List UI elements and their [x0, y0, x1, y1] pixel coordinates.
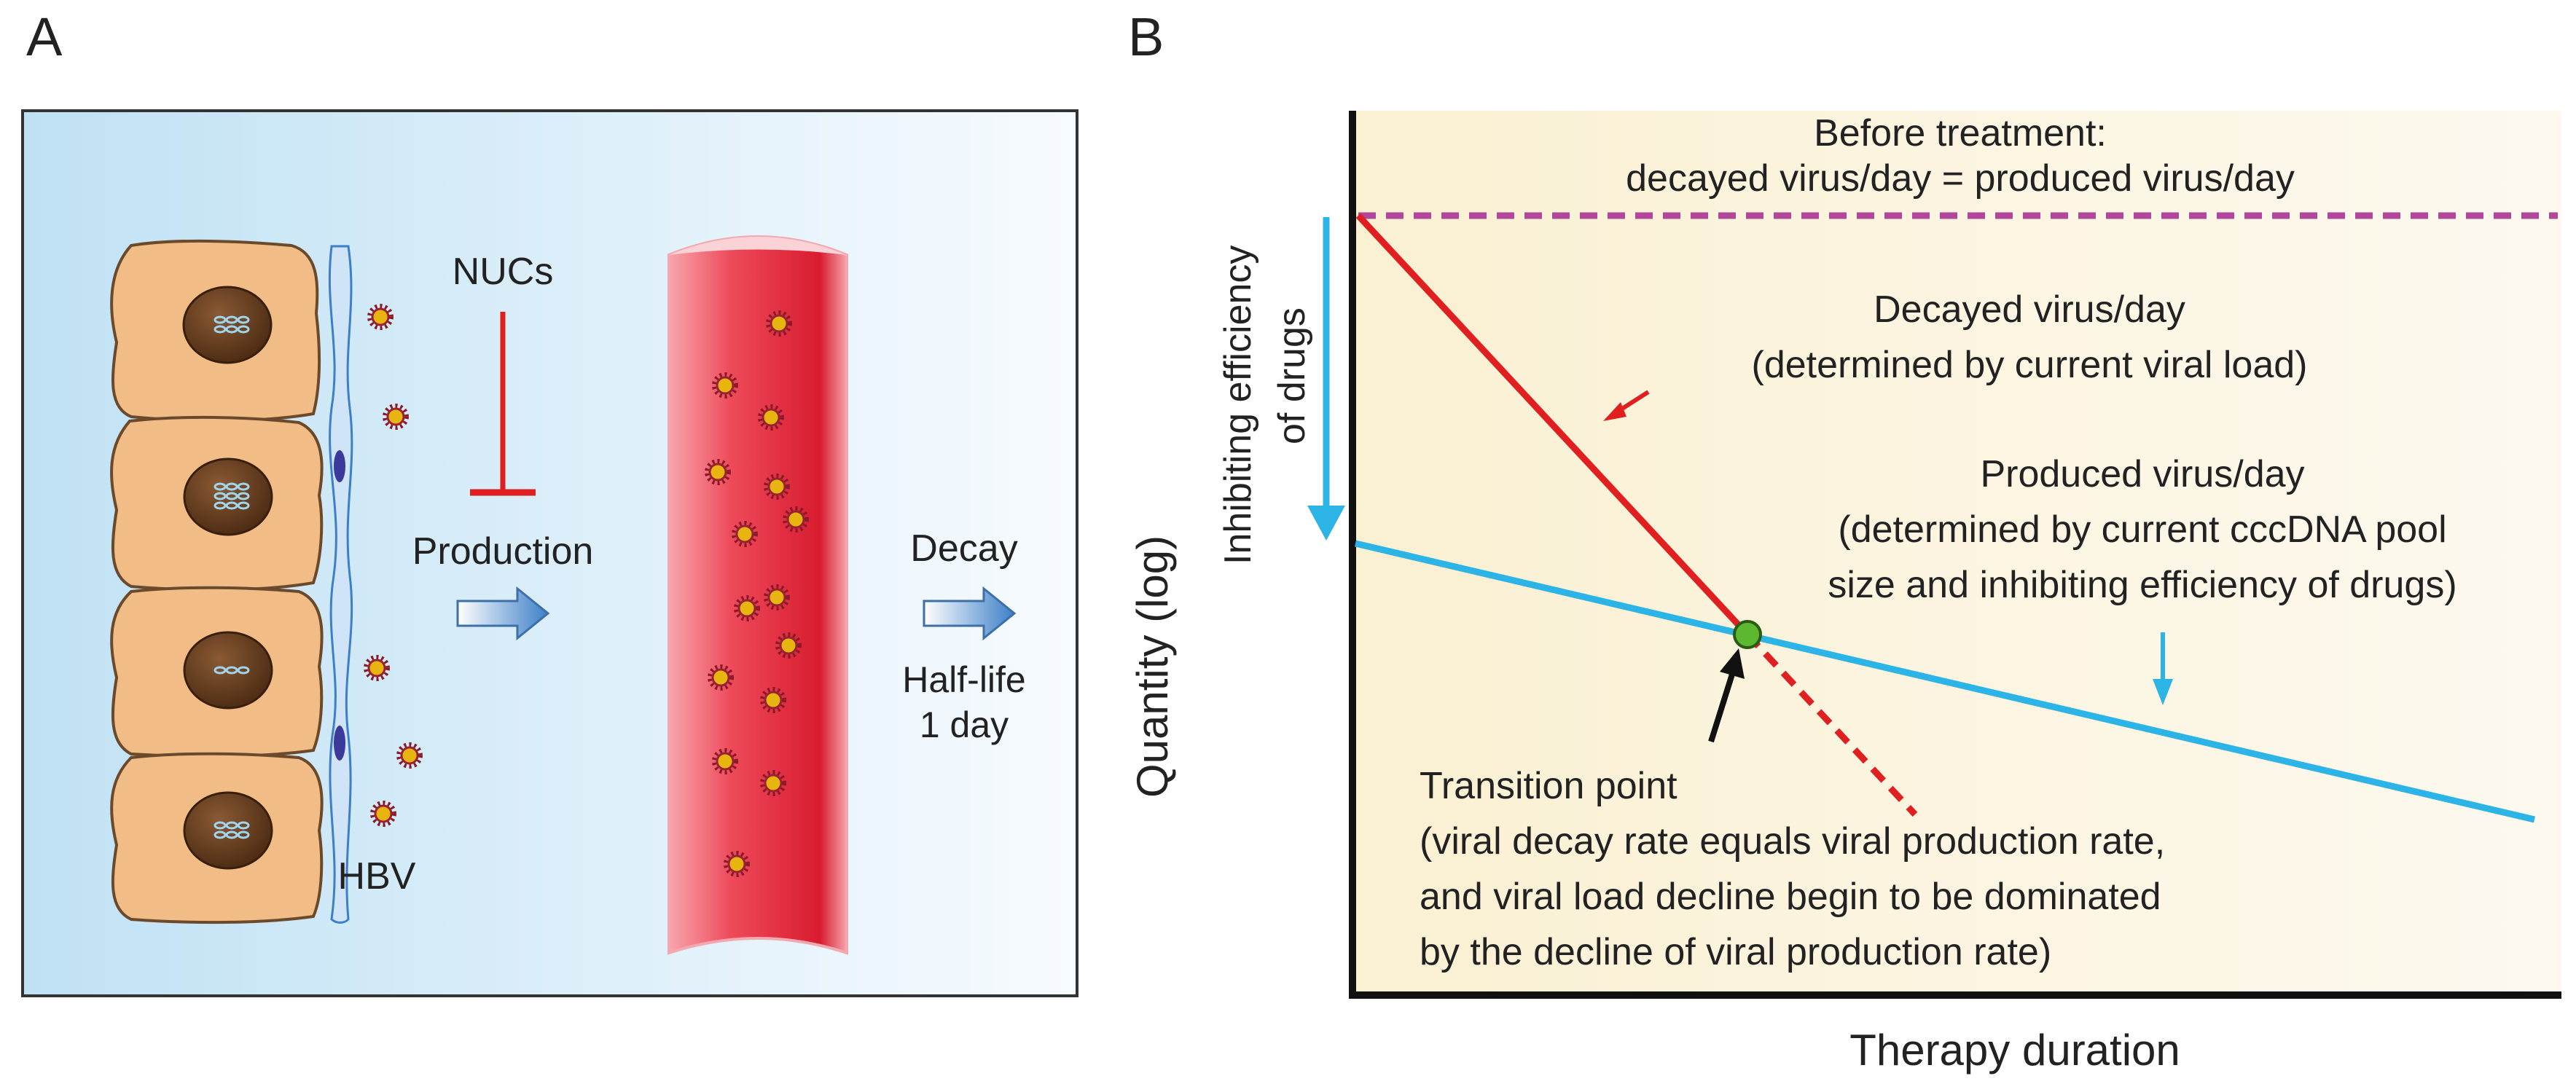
transition-description-line-2: and viral load decline begin to be domin…	[1420, 876, 2161, 918]
hbv-virion-icon	[370, 801, 396, 827]
hbv-virion-icon	[734, 595, 760, 621]
hbv-virion-icon	[760, 770, 786, 796]
x-axis-label: Therapy duration	[1849, 1026, 2180, 1075]
produced-title: Produced virus/day	[1980, 453, 2304, 495]
nucs-label: NUCs	[453, 251, 554, 293]
hbv-virion-icon	[758, 404, 784, 431]
produced-virus-line	[1354, 540, 2536, 823]
endothelial-nucleus	[334, 450, 345, 482]
transition-description-line-1: (viral decay rate equals viral productio…	[1420, 820, 2165, 863]
decayed-virus-line-extension	[1745, 632, 1918, 817]
inhibiting-efficiency-arrow-head	[1307, 506, 1345, 541]
cccdna-icon	[214, 666, 250, 675]
hbv-virion-icon	[732, 521, 758, 547]
hbv-virion-icon	[724, 851, 750, 877]
hbv-virion-icon	[764, 584, 790, 610]
before-treatment-equation: decayed virus/day = produced virus/day	[1626, 157, 2295, 200]
panel-b-label: B	[1128, 7, 1164, 67]
hbv-virion-icon	[364, 655, 390, 681]
half-life-value: 1 day	[920, 704, 1009, 745]
hepatocyte-cell	[110, 239, 321, 423]
blood-vessel	[668, 235, 848, 955]
y-axis-label: Quantity (log)	[1128, 535, 1177, 798]
transition-pointer-arrow	[1708, 666, 1737, 743]
decay-arrow-icon	[923, 586, 1017, 641]
panel-b-plot-area	[1352, 111, 2561, 996]
hbv-virion-icon	[783, 506, 809, 533]
decayed-title: Decayed virus/day	[1874, 288, 2185, 331]
produced-description-line-2: size and inhibiting efficiency of drugs)	[1828, 564, 2456, 606]
hbv-virion-icon	[712, 748, 738, 774]
panel-a-label: A	[26, 7, 63, 67]
produced-description-line-1: (determined by current cccDNA pool	[1838, 508, 2446, 551]
hbv-virion-icon	[775, 632, 802, 659]
hepatocyte-cells	[110, 239, 324, 924]
hbv-virion-icon	[367, 304, 394, 330]
inhibiting-efficiency-label-line-2: of drugs	[1271, 307, 1313, 444]
decayed-indicator-arrow-head	[1603, 402, 1626, 421]
decayed-description: (determined by current viral load)	[1752, 344, 2308, 386]
decayed-virus-line	[1355, 213, 1750, 637]
nucleus	[182, 286, 273, 364]
virions-released	[364, 304, 423, 827]
virions-in-blood	[705, 310, 809, 877]
hbv-virion-icon	[766, 310, 792, 337]
half-life-label: Half-life	[902, 659, 1025, 700]
transition-point	[1733, 620, 1762, 649]
hepatocyte-cell	[110, 586, 324, 758]
cccdna-icon	[214, 315, 250, 334]
decay-label: Decay	[910, 527, 1017, 570]
nucleus	[183, 791, 273, 870]
endothelial-lining	[328, 245, 353, 924]
hbv-virion-icon	[383, 404, 409, 430]
hbv-virion-icon	[712, 372, 738, 398]
hbv-virion-icon	[705, 459, 731, 485]
hepatocyte-cell	[110, 415, 324, 592]
hepatocyte-cell	[110, 752, 324, 924]
nucleus	[183, 631, 273, 710]
hbv-label: HBV	[338, 855, 416, 897]
before-treatment-title: Before treatment:	[1814, 112, 2107, 154]
endothelial-nucleus	[334, 726, 345, 761]
cccdna-icon	[214, 482, 250, 510]
production-decline-arrow-head	[2153, 679, 2173, 705]
hbv-virion-icon	[760, 687, 786, 713]
cccdna-icon	[214, 821, 250, 839]
transition-description-line-3: by the decline of viral production rate)	[1420, 931, 2051, 973]
hbv-virion-icon	[396, 742, 423, 769]
production-label: Production	[412, 530, 594, 573]
hbv-virion-icon	[764, 474, 790, 500]
hbv-virion-icon	[708, 664, 734, 691]
transition-pointer-arrow-head	[1720, 648, 1745, 679]
transition-title: Transition point	[1420, 765, 1677, 807]
inhibiting-efficiency-label-line-1: Inhibiting efficiency	[1217, 245, 1259, 565]
production-arrow-icon	[456, 586, 550, 641]
